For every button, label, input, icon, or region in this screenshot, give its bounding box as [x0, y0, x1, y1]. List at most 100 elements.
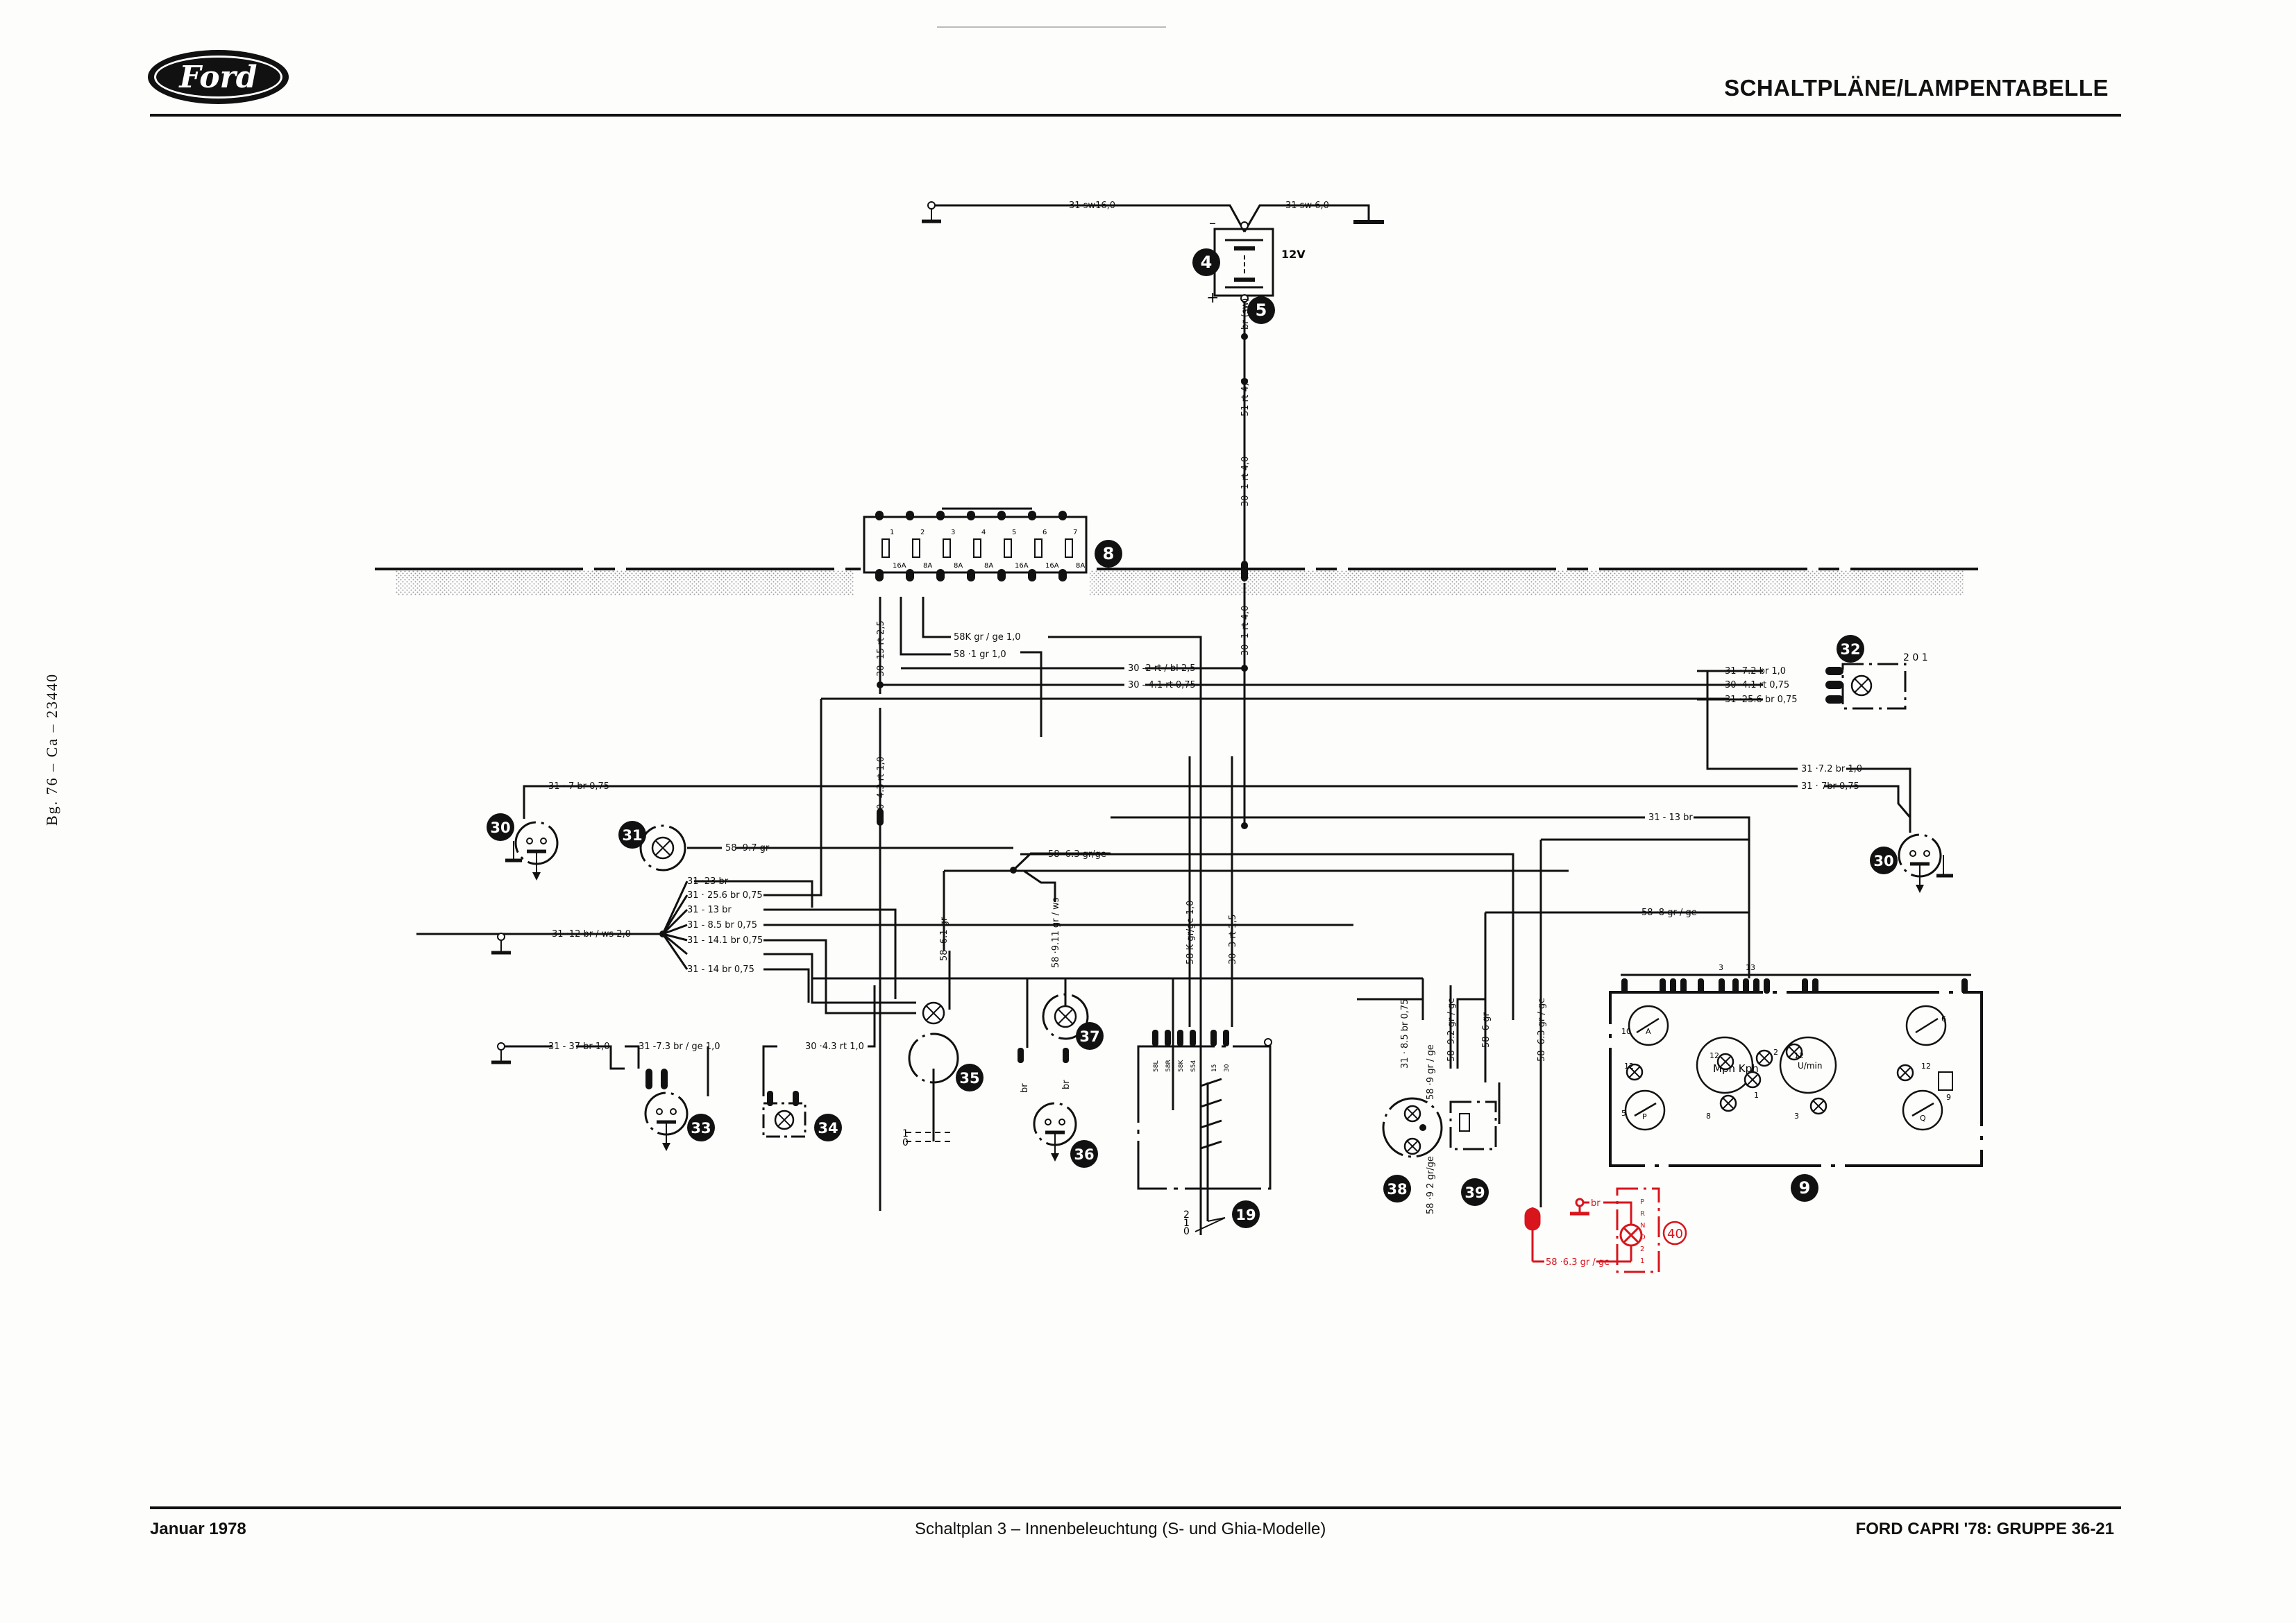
selector-housing	[1616, 1187, 1660, 1273]
callout-number: 4	[1201, 253, 1213, 272]
callout-number: 32	[1840, 641, 1860, 658]
fuse-pin	[1058, 569, 1067, 581]
wire-label: 31 - 8.5 br 0,75	[687, 920, 757, 931]
voltage-stabilizer	[1938, 1071, 1953, 1091]
wire-label: 30 -2 rt / bl 2,5	[1128, 663, 1196, 674]
fuse-pin	[906, 569, 914, 581]
wire-label: 30 ·4.3 rt 1,0	[876, 756, 886, 815]
callout-number: 5	[1256, 300, 1267, 320]
callout-4	[1192, 248, 1220, 276]
cluster-pin	[1812, 978, 1818, 994]
wire-label: 31 ·7.2 br 1,0	[1725, 666, 1786, 677]
wire-label: 31 sw 6,0	[1285, 201, 1329, 211]
fuse-pin	[936, 511, 945, 520]
junction-dot	[1419, 1124, 1426, 1131]
wire-label: 31 sw16,0	[1069, 201, 1115, 211]
wire-label: 58 ·9 gr / ge	[1426, 1044, 1436, 1100]
fuse-pin	[997, 511, 1006, 520]
fuse-element	[881, 538, 890, 558]
wire-label: 58 ·6.3 gr/ge	[1048, 849, 1106, 860]
battery-neg-terminal	[927, 201, 936, 210]
switch-terminal-label: 15	[1211, 1064, 1218, 1072]
callout-38	[1383, 1175, 1411, 1203]
instrument-cluster: A P Mph Kph U/min Q 10 5 12 12 12 12 2 1…	[1609, 963, 1983, 1167]
callout-30	[1870, 847, 1898, 874]
switch-terminal-label: 58K	[1178, 1060, 1185, 1072]
cluster-pin	[1764, 978, 1770, 994]
fuse-number: 3	[951, 529, 955, 536]
wire-label: 31 · 7br 0,75	[1801, 781, 1859, 792]
speedometer	[1696, 1036, 1754, 1094]
fuel-label: Q	[1920, 1114, 1926, 1123]
switch-pin	[1152, 1030, 1158, 1046]
wire-label: 30 ·4.1 rt 0,75	[1725, 680, 1789, 690]
wire-label: 31 · 8.5 br 0,75	[1400, 999, 1410, 1069]
gear-1: 1	[1640, 1257, 1644, 1265]
connector	[1825, 681, 1843, 689]
fuse-element	[1004, 538, 1012, 558]
selector-lamp-group	[1524, 1187, 1687, 1273]
wire-label: 58 ·9.11 gr / ws	[1051, 897, 1061, 968]
wire-label: 30 ·4.3 rt 1,0	[805, 1042, 864, 1052]
lighter-lamp-housing	[1042, 993, 1089, 1040]
footer-caption: Schaltplan 3 – Innenbeleuchtung (S- und …	[915, 1520, 1326, 1538]
callout-9	[1791, 1174, 1818, 1202]
ammeter-gauge	[1628, 1005, 1669, 1046]
wire-label: 31 · 25.6 br 0,75	[687, 890, 763, 901]
junction-dot	[1010, 867, 1017, 874]
glovebox-pos-1: 1	[902, 1128, 909, 1139]
wire-label: 31 -7.3 br / ge 1,0	[639, 1042, 720, 1052]
fuse-number: 5	[1012, 529, 1016, 536]
fuse-pin	[1028, 511, 1036, 520]
boot-lamp-housing	[762, 1102, 807, 1138]
callout-40-text: 40	[1667, 1227, 1683, 1241]
fuse-number: 6	[1043, 529, 1047, 536]
wire-label: 58K gr / ge 1,0	[954, 632, 1021, 643]
cluster-pin	[1802, 978, 1808, 994]
fuse-rating: 16A	[1015, 562, 1029, 570]
wire-label: 58 ·1 gr 1,0	[954, 649, 1006, 660]
wire-label: 31 · 7 br 0,75	[548, 781, 609, 792]
battery-plus: +	[1206, 289, 1219, 307]
wire-label: 30 ·1 rt 4,0	[1240, 606, 1251, 656]
callout-30	[487, 813, 514, 841]
switch-terminal-label: 58L	[1153, 1061, 1160, 1072]
junction-dot	[1241, 378, 1248, 385]
fuse-pin	[1058, 511, 1067, 520]
oil-pressure-label: P	[1642, 1112, 1647, 1121]
fuse-number: 2	[920, 529, 925, 536]
gear-P: P	[1640, 1198, 1644, 1206]
callout-number: 34	[818, 1120, 838, 1137]
wires	[375, 204, 1978, 1235]
callout-number: 33	[691, 1120, 711, 1137]
cluster-pin	[1660, 978, 1666, 994]
callout-number: 8	[1103, 544, 1115, 563]
callout-37	[1076, 1022, 1104, 1050]
switch-terminal-label: 58R	[1165, 1060, 1172, 1072]
wire-label: 31 - 37 br 1,0	[548, 1042, 610, 1052]
footer-date: Januar 1978	[150, 1520, 246, 1538]
junction-dot	[1241, 822, 1248, 829]
cluster-label: 6	[1941, 1014, 1946, 1023]
switch-pin	[1223, 1030, 1229, 1046]
cluster-pin	[1698, 978, 1704, 994]
fuse-rating: 8A	[923, 562, 932, 570]
wire-label: 58 ·9 2 gr/ge	[1426, 1156, 1436, 1214]
switch19-pos-2: 2	[1183, 1209, 1190, 1221]
wire-label: 58 K gr/ge 1,0	[1185, 901, 1196, 965]
cluster-pin	[1743, 978, 1749, 994]
courtesy-switch-positions: 2 0 1	[1903, 652, 1928, 663]
callout-number: 9	[1799, 1178, 1811, 1198]
switch-terminal-label: 30	[1224, 1064, 1231, 1072]
bulkhead-hatch-left	[396, 570, 854, 595]
fuse-element	[1065, 538, 1073, 558]
wire-label: 30 ·3 rt 1,5	[1228, 915, 1238, 965]
cluster-pin	[1621, 978, 1628, 994]
fuse-pin	[936, 569, 945, 581]
cluster-label: 8	[1706, 1112, 1711, 1121]
wire-label: 58 ·9.2 gr / ge	[1446, 998, 1457, 1062]
battery-voltage: 12V	[1281, 248, 1306, 261]
wire-label: 31 ·23 br	[687, 876, 729, 887]
